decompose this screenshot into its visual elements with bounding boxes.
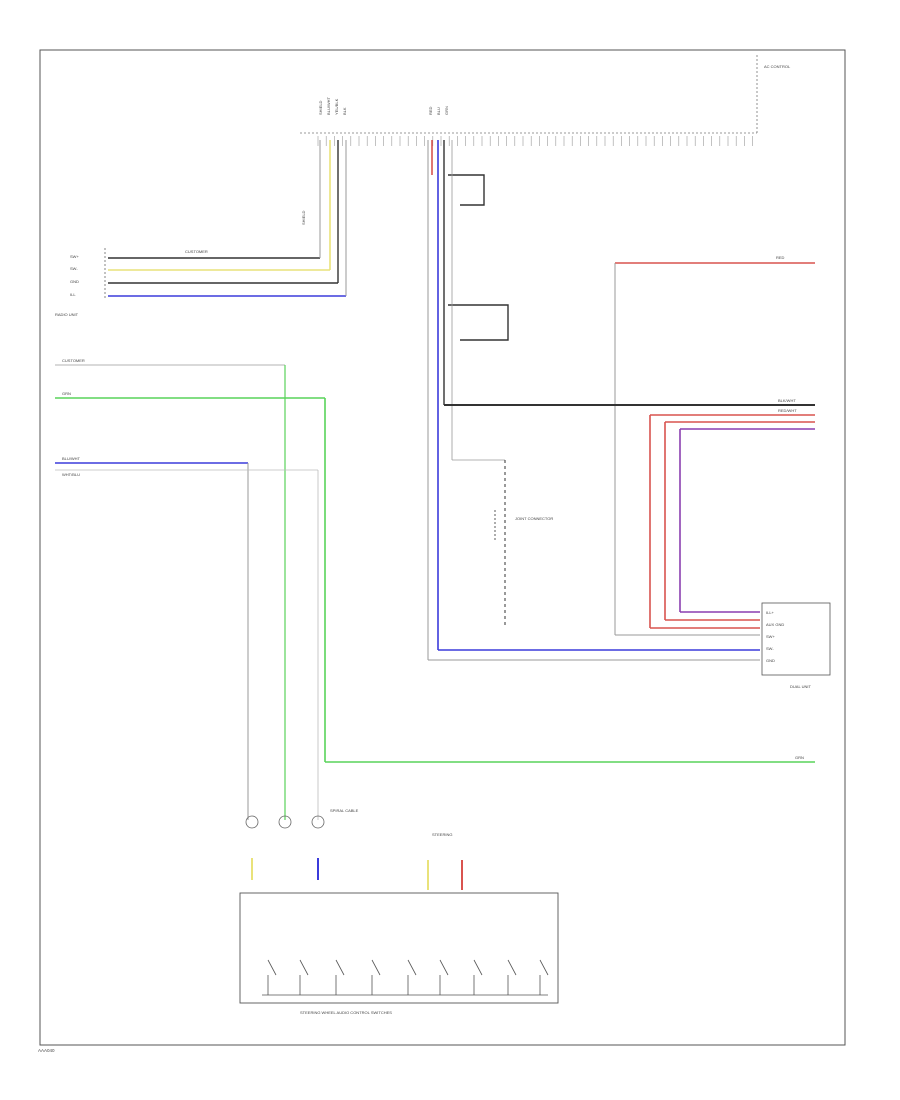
switch-contact <box>439 959 449 976</box>
svg-text:GRN: GRN <box>62 391 71 396</box>
switch-contact <box>371 959 381 976</box>
switch-contact <box>335 959 345 976</box>
svg-text:AUX GND: AUX GND <box>766 622 784 627</box>
radio-unit: SW+ SW- GND ILL RADIO UNIT <box>55 248 106 317</box>
svg-text:STEERING WHEEL AUDIO CONTROL S: STEERING WHEEL AUDIO CONTROL SWITCHES <box>300 1010 392 1015</box>
steering-wires: STEERING <box>427 832 463 890</box>
svg-text:BLK: BLK <box>342 107 347 115</box>
svg-text:SW-: SW- <box>766 646 774 651</box>
svg-text:BLU: BLU <box>436 107 441 115</box>
center-bus <box>427 140 760 661</box>
svg-text:STEERING: STEERING <box>432 832 452 837</box>
page-code: AAA040 <box>38 1048 55 1053</box>
top-connector <box>300 55 758 146</box>
svg-text:SW+: SW+ <box>766 634 775 639</box>
svg-text:BLU/WHT: BLU/WHT <box>326 96 331 115</box>
dual-unit: ILL+ AUX GND SW+ SW- GND DUAL UNIT <box>761 602 831 689</box>
top-vertical-labels: SHIELD BLU/WHT YEL/BLK BLK RED BLU GRN <box>318 96 449 115</box>
svg-text:CUSTOMER: CUSTOMER <box>185 249 208 254</box>
svg-text:GND: GND <box>70 279 79 284</box>
switch-contact <box>267 959 277 976</box>
svg-text:JOINT CONNECTOR: JOINT CONNECTOR <box>515 516 553 521</box>
switch-contact <box>507 959 517 976</box>
radio-harness: CUSTOMER SHIELD <box>108 140 347 297</box>
switch-contact <box>473 959 483 976</box>
svg-text:RED: RED <box>776 255 785 260</box>
svg-text:DUAL UNIT: DUAL UNIT <box>790 684 812 689</box>
ac-control-label: AC CONTROL <box>764 64 791 69</box>
svg-text:RED/WHT: RED/WHT <box>778 408 797 413</box>
svg-text:WHT/BLU: WHT/BLU <box>62 472 80 477</box>
svg-text:RED: RED <box>428 106 433 115</box>
svg-text:ILL: ILL <box>70 292 76 297</box>
left-long-wires: CUSTOMER GRN BLU/WHT WHT/BLU GRN <box>55 358 815 820</box>
diagram-frame <box>39 49 846 1046</box>
svg-text:GRN: GRN <box>444 106 449 115</box>
svg-text:BLU/WHT: BLU/WHT <box>62 456 81 461</box>
switch-contact <box>407 959 417 976</box>
steering-switch-box: STEERING WHEEL AUDIO CONTROL SWITCHES <box>239 892 559 1015</box>
svg-text:SW+: SW+ <box>70 254 79 259</box>
svg-text:SHIELD: SHIELD <box>318 100 323 115</box>
svg-text:SPIRAL CABLE: SPIRAL CABLE <box>330 808 359 813</box>
right-wires: RED BLK/WHT RED/WHT <box>444 255 815 636</box>
svg-text:RADIO UNIT: RADIO UNIT <box>55 312 79 317</box>
switch-contact <box>299 959 309 976</box>
switch-contact <box>539 959 549 976</box>
joint-connector: JOINT CONNECTOR <box>452 459 553 625</box>
spiral-cable: SPIRAL CABLE <box>245 808 359 880</box>
svg-text:BLK/WHT: BLK/WHT <box>778 398 796 403</box>
svg-text:YEL/BLK: YEL/BLK <box>334 98 339 115</box>
svg-text:SW-: SW- <box>70 266 78 271</box>
svg-text:ILL+: ILL+ <box>766 610 775 615</box>
svg-text:CUSTOMER: CUSTOMER <box>62 358 85 363</box>
svg-text:GND: GND <box>766 658 775 663</box>
svg-text:GRN: GRN <box>795 755 804 760</box>
svg-text:SHIELD: SHIELD <box>301 210 306 225</box>
